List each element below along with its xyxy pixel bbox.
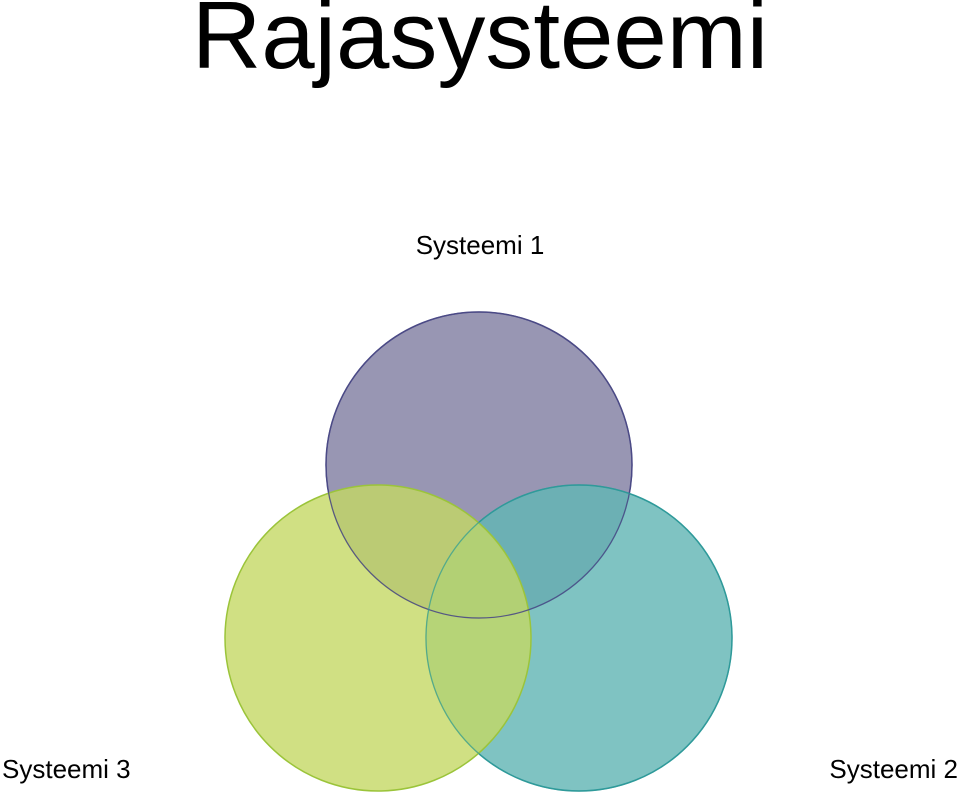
label-systeemi-3: Systeemi 3 bbox=[2, 754, 131, 784]
circle-systeemi-3 bbox=[224, 484, 532, 792]
page-title: Rajasysteemi bbox=[191, 0, 769, 89]
label-systeemi-1: Systeemi 1 bbox=[415, 230, 545, 260]
label-systeemi-2: Systeemi 2 bbox=[829, 754, 958, 784]
outline-systeemi-1 bbox=[325, 311, 633, 619]
outline-systeemi-2 bbox=[425, 484, 733, 792]
